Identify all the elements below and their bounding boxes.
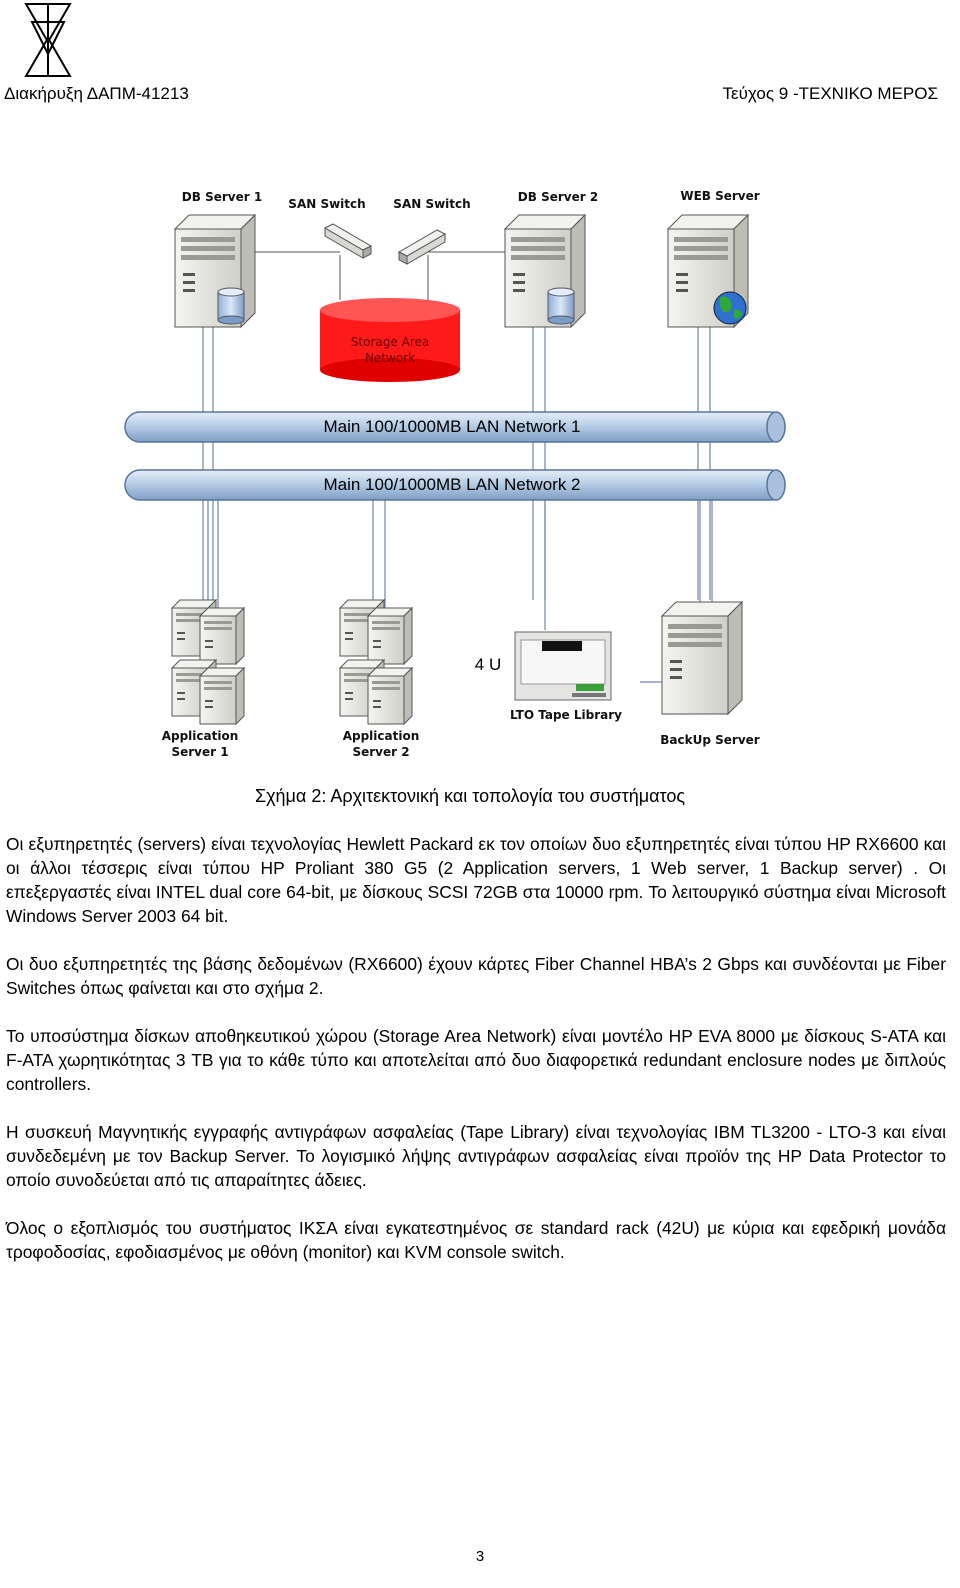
san-switch-2-label: SAN Switch [393,197,470,211]
volume-title: Τεύχος 9 -ΤΕΧΝΙΚΟ ΜΕΡΟΣ [722,84,938,103]
application-server-1-label-line1: Application [162,729,239,743]
db-server-2-label: DB Server 2 [518,190,598,204]
backup-server-label: BackUp Server [660,733,760,747]
application-server-2-icon [339,599,413,725]
san-switch-1-icon [323,223,373,259]
page-number: 3 [475,1548,485,1565]
rack-units-label: 4 U [475,655,501,674]
db-server-1-label: DB Server 1 [182,190,262,204]
storage-area-network-icon [320,298,460,382]
figure-caption: Σχήμα 2: Αρχιτεκτονική και τοπολογία του… [254,786,686,806]
paragraph-servers: Οι εξυπηρετητές (servers) είναι τεχνολογ… [6,834,946,926]
application-server-2-label-line2: Server 2 [352,745,409,759]
web-server-label: WEB Server [680,189,759,203]
lan-network-2-pipe [124,469,786,501]
paragraph-tape-library: Η συσκευή Μαγνητικής εγγραφής αντιγράφων… [6,1122,946,1190]
application-server-2-label-line1: Application [343,729,420,743]
organization-logo [24,3,72,77]
storage-label-line2: Network [365,351,415,365]
tape-library-label: LTO Tape Library [510,708,622,722]
san-switch-1-label: SAN Switch [288,197,365,211]
globe-icon [713,291,747,325]
system-architecture-diagram: Storage Area Network Main 100/1000MB LAN… [124,189,786,759]
backup-server-icon [661,601,743,715]
paragraph-rack: Όλος ο εξοπλισμός του συστήματος ΙΚΣΑ εί… [6,1218,946,1262]
san-switch-2-icon [397,229,447,265]
lan-network-2-label: Main 100/1000MB LAN Network 2 [323,475,580,494]
paragraph-storage: Το υποσύστημα δίσκων αποθηκευτικού χώρου… [6,1026,946,1094]
db-server-1-disk-icon [217,287,245,325]
db-server-2-disk-icon [547,287,575,325]
storage-label-line1: Storage Area [351,335,429,349]
application-server-1-label-line2: Server 1 [171,745,228,759]
application-server-1-icon [171,599,245,725]
paragraph-db-servers: Οι δυο εξυπηρετητές της βάσης δεδομένων … [6,954,946,998]
lan-network-1-label: Main 100/1000MB LAN Network 1 [323,417,580,436]
tape-library-icon [514,631,612,701]
document-reference: Διακήρυξη ΔΑΠΜ-41213 [4,84,189,103]
lan-network-1-pipe [124,411,786,443]
